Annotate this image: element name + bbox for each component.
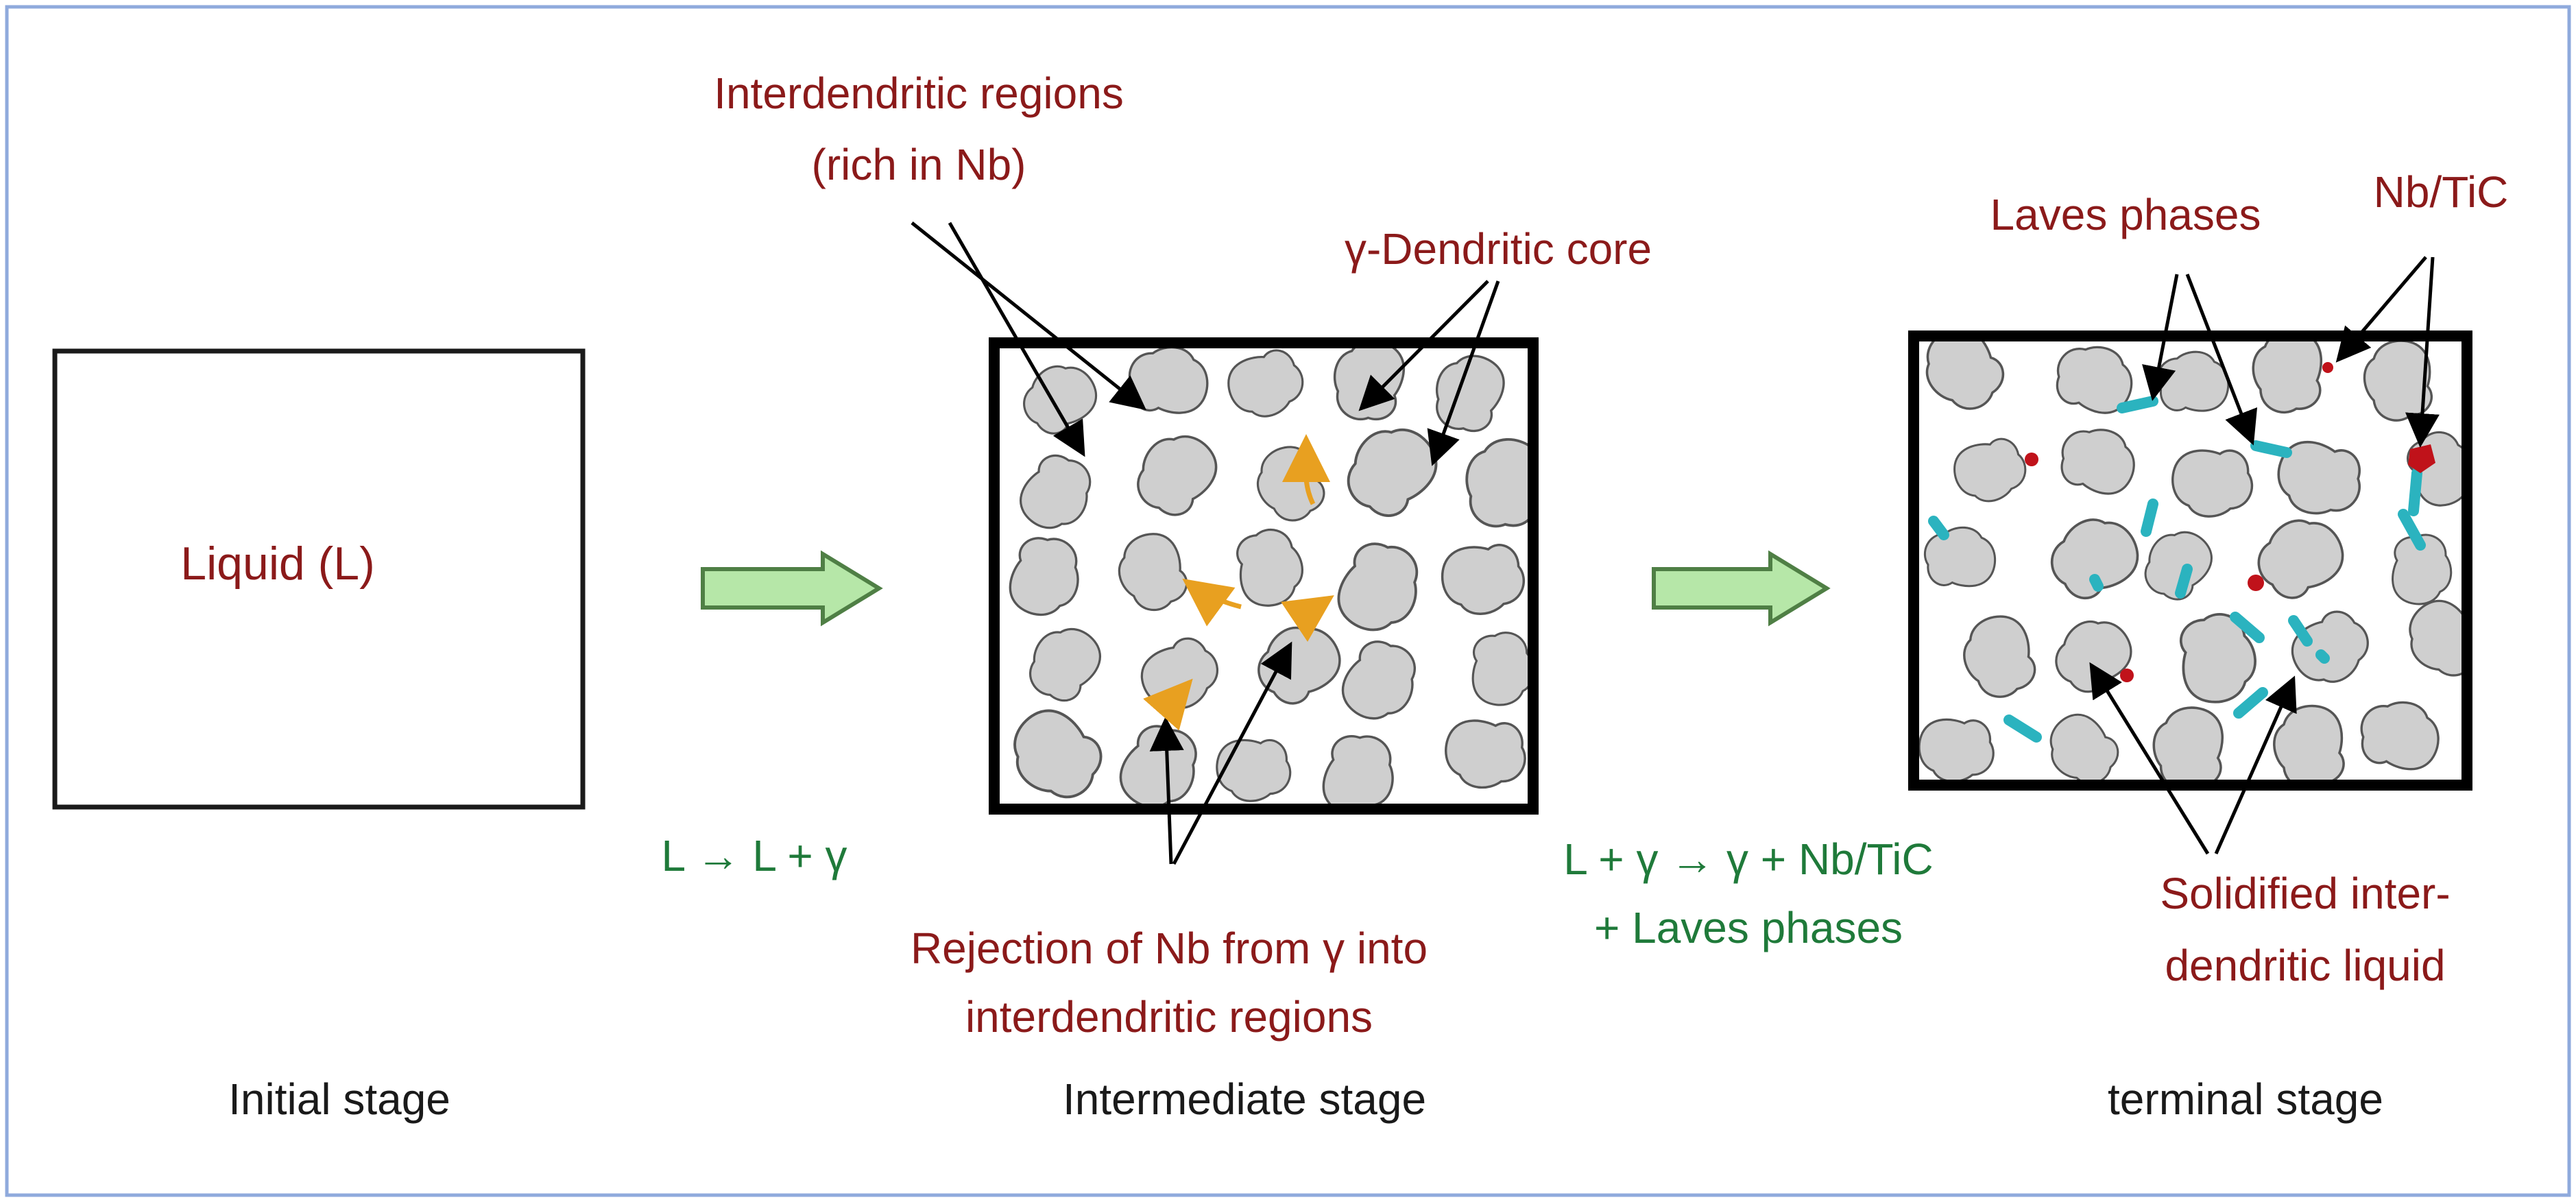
arrow-nbtic-a — [2335, 256, 2427, 363]
laves-label: Laves phases — [1990, 190, 2261, 239]
carbide-particles — [2025, 362, 2435, 682]
interdendritic-label-line1: Interdendritic regions — [714, 69, 1124, 118]
stage-terminal-caption: terminal stage — [2108, 1074, 2383, 1124]
gamma-core-label: γ-Dendritic core — [1345, 224, 1652, 274]
arrow-solidified-a — [2089, 662, 2210, 855]
process-arrow-1-icon — [701, 550, 883, 627]
stage-initial-caption: Initial stage — [228, 1074, 450, 1124]
nbtic-label: Nb/TiC — [2374, 167, 2509, 217]
arrow-gamma-core-a — [1358, 280, 1489, 411]
rejection-label-line2: interdendritic regions — [965, 992, 1373, 1042]
liquid-label: Liquid (L) — [180, 538, 375, 590]
laves-phase-particles — [1928, 396, 2426, 743]
rejection-label-line1: Rejection of Nb from γ into — [911, 924, 1428, 973]
arrow-gamma-core-b — [1427, 280, 1500, 466]
dendrite-grains — [995, 343, 1533, 809]
arrow-rejection-a — [1149, 717, 1184, 865]
stage-intermediate-caption: Intermediate stage — [1063, 1074, 1426, 1124]
rejection-arrows-icon — [1143, 434, 1334, 731]
interdendritic-label-line2: (rich in Nb) — [812, 140, 1026, 189]
reaction-second-line1: L + γ → γ + Nb/TiC — [1563, 834, 1933, 884]
process-arrow-2-icon — [1652, 550, 1831, 627]
initial-stage-box — [52, 348, 586, 810]
arrow-rejection-b — [1172, 641, 1292, 865]
intermediate-stage-box — [989, 337, 1539, 815]
arrow-laves-b — [2185, 274, 2258, 446]
solidified-label-line2: dendritic liquid — [2165, 941, 2445, 990]
terminal-stage-box — [1908, 330, 2472, 791]
arrow-interdendritic-a — [911, 221, 1146, 411]
arrow-nbtic-b — [2405, 256, 2440, 448]
annotation-arrows — [911, 221, 2440, 865]
arrow-solidified-b — [2214, 675, 2297, 855]
reaction-second-line2: + Laves phases — [1594, 903, 1903, 952]
solidified-label-line1: Solidified inter- — [2160, 869, 2450, 918]
outer-frame — [5, 5, 2571, 1197]
arrow-interdendritic-b — [948, 221, 1085, 457]
reaction-first: L → L + γ — [662, 831, 847, 880]
arrow-laves-a — [2142, 274, 2179, 401]
